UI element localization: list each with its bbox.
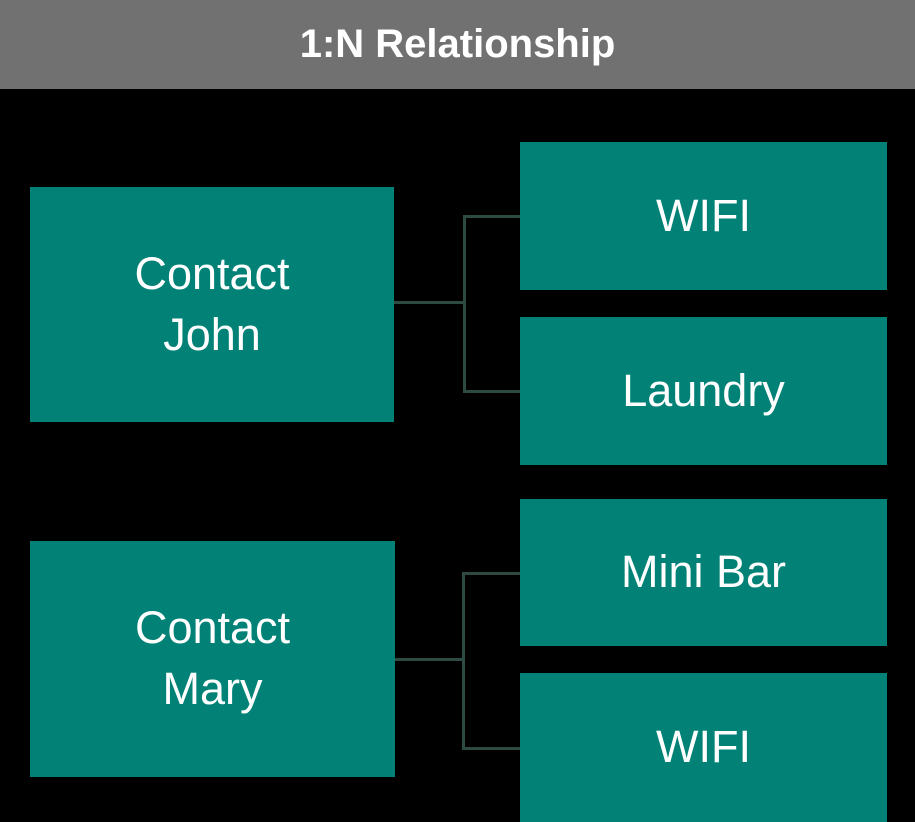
node-mini-bar-mary[interactable]: Mini Bar <box>520 499 887 646</box>
connector-john-to-wifi <box>466 215 520 218</box>
node-contact-john-label: Contact John <box>134 247 290 360</box>
page-title: 1:N Relationship <box>299 22 616 66</box>
node-wifi-mary-label: WIFI <box>656 721 751 773</box>
node-laundry-john-label: Laundry <box>622 364 785 416</box>
connector-john-stem <box>394 301 463 304</box>
node-contact-mary-label: Contact Mary <box>134 602 291 714</box>
node-contact-mary[interactable]: Contact Mary <box>30 541 395 777</box>
node-wifi-mary[interactable]: WIFI <box>520 673 887 822</box>
node-wifi-john-label: WIFI <box>656 189 751 241</box>
connector-mary-stem <box>395 658 462 661</box>
connector-john-vertical <box>463 215 466 393</box>
connector-mary-to-wifi <box>465 747 520 750</box>
node-mini-bar-mary-label: Mini Bar <box>620 546 787 598</box>
node-wifi-john[interactable]: WIFI <box>520 142 887 290</box>
connector-john-to-laundry <box>466 390 520 393</box>
connector-mary-to-minibar <box>465 572 520 575</box>
title-bar: 1:N Relationship <box>0 0 915 89</box>
node-laundry-john[interactable]: Laundry <box>520 317 887 465</box>
connector-mary-vertical <box>462 572 465 750</box>
node-contact-john[interactable]: Contact John <box>30 187 394 422</box>
